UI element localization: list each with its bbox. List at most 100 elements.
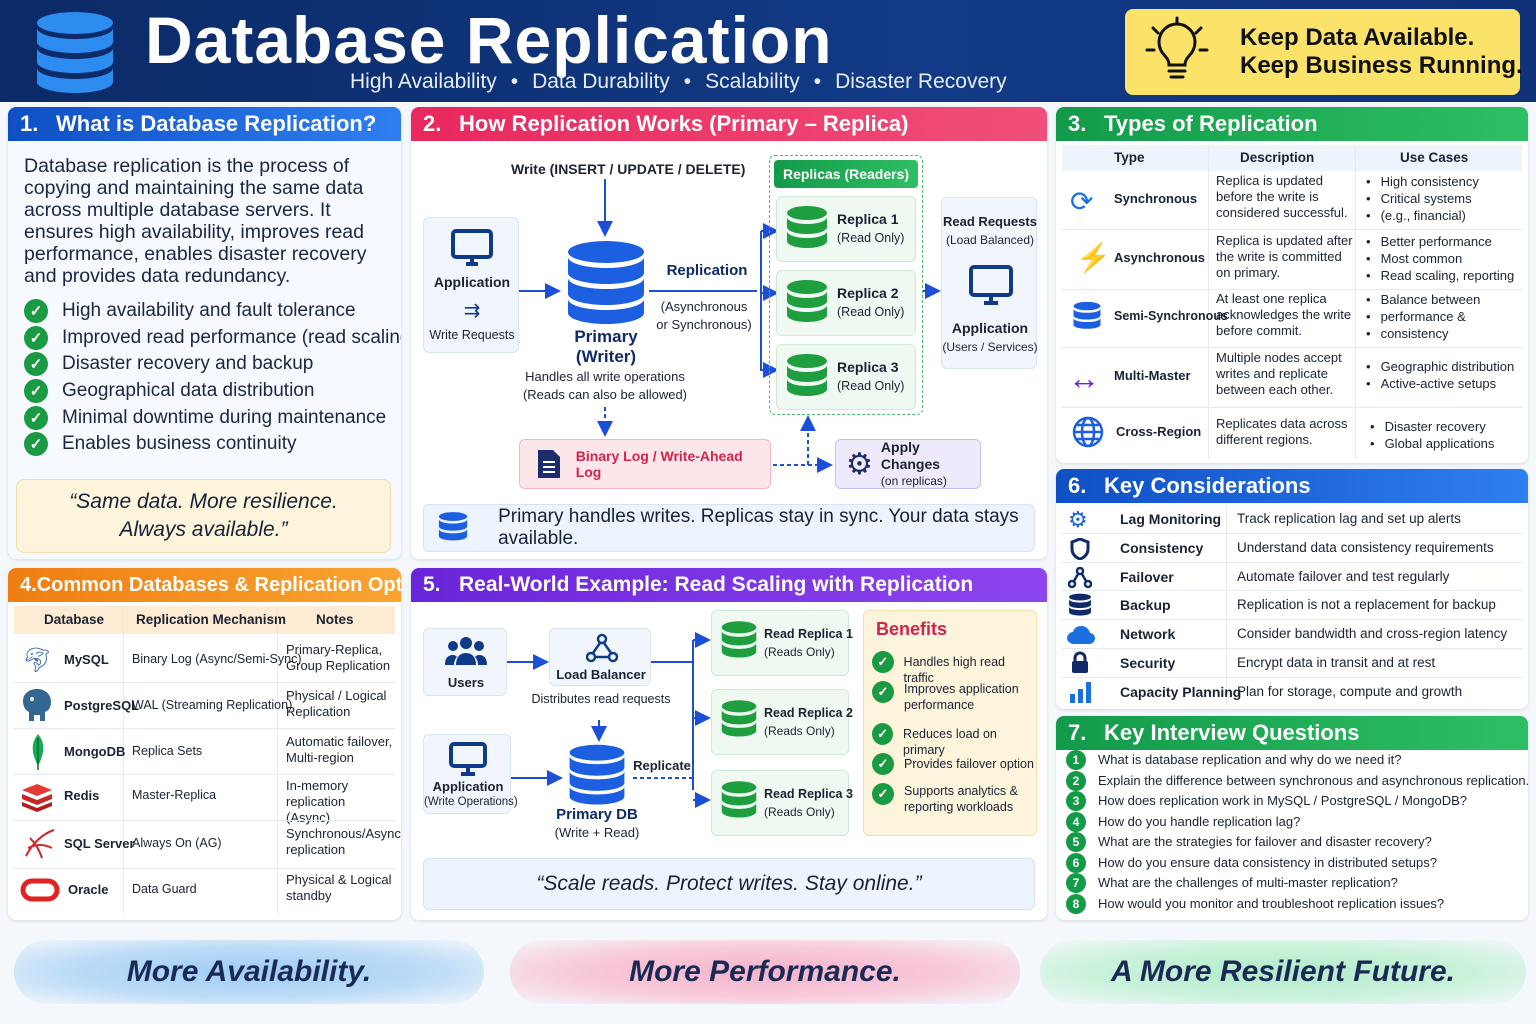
panel-types-of-replication: 3.Types of Replication Type Description … bbox=[1056, 107, 1528, 463]
row-divider bbox=[14, 820, 395, 821]
replica-name: Replica 2 bbox=[837, 285, 899, 301]
replica-database-icon bbox=[787, 280, 827, 322]
panel-number: 2. bbox=[423, 111, 442, 136]
arrows-icon: ⇉ bbox=[463, 300, 481, 322]
load-balancer-label: Load Balancer bbox=[556, 667, 646, 682]
check-icon: ✓ bbox=[24, 379, 48, 403]
write-requests-label: Write Requests bbox=[429, 328, 515, 342]
column-divider bbox=[1355, 147, 1356, 459]
panel-number: 3. bbox=[1068, 111, 1087, 136]
replicas-title: Replicas (Readers) bbox=[774, 160, 918, 188]
subtitle-item: Data Durability bbox=[532, 70, 670, 93]
database-name: MongoDB bbox=[64, 744, 126, 759]
replica-sub: (Read Only) bbox=[837, 231, 905, 245]
summary-text: Primary handles writes. Replicas stay in… bbox=[498, 506, 1019, 549]
consideration-name: Security bbox=[1120, 655, 1176, 671]
type-name: Asynchronous bbox=[1114, 250, 1206, 265]
question-text: What are the challenges of multi-master … bbox=[1098, 875, 1398, 890]
benefit-item: ✓Provides failover option bbox=[872, 753, 1034, 775]
primary-database-icon bbox=[568, 241, 644, 324]
replica-sub: (Read Only) bbox=[837, 379, 905, 393]
benefit-item: ✓Supports analytics &reporting workloads bbox=[872, 783, 1018, 815]
question-text: How do you handle replication lag? bbox=[1098, 813, 1301, 829]
gear-icon: ⚙ bbox=[1068, 507, 1088, 532]
application-box: Application (Write Operations) bbox=[423, 734, 518, 814]
question-number: 7 bbox=[1066, 873, 1086, 894]
replication-mechanism: Replica Sets bbox=[132, 744, 203, 758]
primary-note: Handles all write operations bbox=[525, 369, 685, 384]
panel-header: 5.Real-World Example: Read Scaling with … bbox=[411, 568, 1047, 602]
lightbulb-icon bbox=[1145, 16, 1209, 79]
quote-box: “Same data. More resilience.Always avail… bbox=[16, 479, 391, 553]
panel-real-world-example: 5.Real-World Example: Read Scaling with … bbox=[411, 568, 1047, 920]
description-line: before the write is bbox=[1216, 189, 1319, 204]
table-row: MongoDB Replica Sets Automatic failover,… bbox=[8, 728, 401, 774]
sync-icon: ⟳ bbox=[1070, 186, 1094, 217]
description-line: writes and replicate bbox=[1216, 366, 1328, 381]
summary-box: Primary handles writes. Replicas stay in… bbox=[423, 504, 1035, 552]
panel-title: Real-World Example: Read Scaling with Re… bbox=[459, 573, 974, 596]
replication-flow-arrows bbox=[519, 179, 941, 473]
check-item: ✓Geographical data distribution bbox=[24, 379, 314, 403]
check-icon: ✓ bbox=[24, 432, 48, 456]
read-replica-box: Read Replica 1 (Reads Only) bbox=[711, 610, 853, 676]
note-line: Automatic failover, bbox=[286, 734, 393, 749]
users-label: Users bbox=[447, 675, 485, 690]
consideration-name: Network bbox=[1120, 626, 1176, 642]
primary-sub: (Write + Read) bbox=[554, 825, 640, 840]
application-sub: (Write Operations) bbox=[424, 796, 518, 808]
description-line: between each other. bbox=[1216, 382, 1334, 397]
cloud-icon bbox=[1067, 626, 1095, 644]
check-icon: ✓ bbox=[872, 753, 894, 775]
database-name: PostgreSQL bbox=[64, 698, 140, 713]
check-icon: ✓ bbox=[24, 406, 48, 430]
database-name: MySQL bbox=[64, 652, 109, 667]
sql-server-icon bbox=[25, 829, 55, 859]
consideration-name: Capacity Planning bbox=[1120, 684, 1242, 700]
application-label: Application bbox=[432, 779, 504, 794]
load-balancer-box: Load Balancer bbox=[549, 628, 651, 686]
check-icon: ✓ bbox=[872, 651, 894, 673]
check-icon: ✓ bbox=[24, 352, 48, 376]
intro-text: Database replication is the process of c… bbox=[24, 155, 367, 287]
question-item: 7 What are the challenges of multi-master… bbox=[1066, 873, 1528, 894]
redis-cube-icon bbox=[22, 784, 52, 812]
question-text: Explain the difference between synchrono… bbox=[1098, 772, 1528, 788]
database-name: SQL Server bbox=[64, 836, 135, 851]
panel-number: 7. bbox=[1068, 720, 1087, 745]
consideration-desc: Track replication lag and set up alerts bbox=[1237, 511, 1461, 526]
check-item: ✓High availability and fault tolerance bbox=[24, 299, 356, 323]
gear-icon: ⚙ bbox=[846, 447, 873, 481]
table-row: SQL Server Always On (AG) Synchronous/As… bbox=[8, 820, 401, 868]
read-replica-box: Read Replica 2 (Reads Only) bbox=[711, 689, 853, 755]
benefit-text: performance bbox=[904, 698, 975, 712]
panel-header: 2.How Replication Works (Primary – Repli… bbox=[411, 107, 1047, 141]
replica-database-icon bbox=[787, 354, 827, 396]
column-divider bbox=[277, 608, 278, 914]
replication-mode: or Synchronous) bbox=[656, 317, 752, 332]
benefit-text: Improves application bbox=[904, 682, 1019, 696]
application-label: Application bbox=[433, 274, 511, 290]
replica-name: Replica 3 bbox=[837, 359, 899, 375]
primary-label: Primary bbox=[574, 327, 638, 346]
apply-changes-box: ⚙ Apply Changes(on replicas) bbox=[835, 439, 981, 489]
question-number: 4 bbox=[1066, 811, 1086, 832]
table-header: Type Description Use Cases bbox=[1062, 145, 1522, 171]
read-application-box: Read Requests (Load Balanced) Applicatio… bbox=[941, 197, 1038, 369]
question-text: What is database replication and why do … bbox=[1098, 752, 1402, 767]
panel-title: Common Databases & Replication Options bbox=[36, 573, 401, 596]
subtitle-item: High Availability bbox=[350, 70, 497, 93]
description-line: on primary. bbox=[1216, 265, 1281, 280]
users-services-label: (Users / Services) bbox=[942, 340, 1038, 354]
write-label: Write (INSERT / UPDATE / DELETE) bbox=[511, 161, 746, 177]
column-header: Replication Mechanism bbox=[136, 612, 287, 627]
